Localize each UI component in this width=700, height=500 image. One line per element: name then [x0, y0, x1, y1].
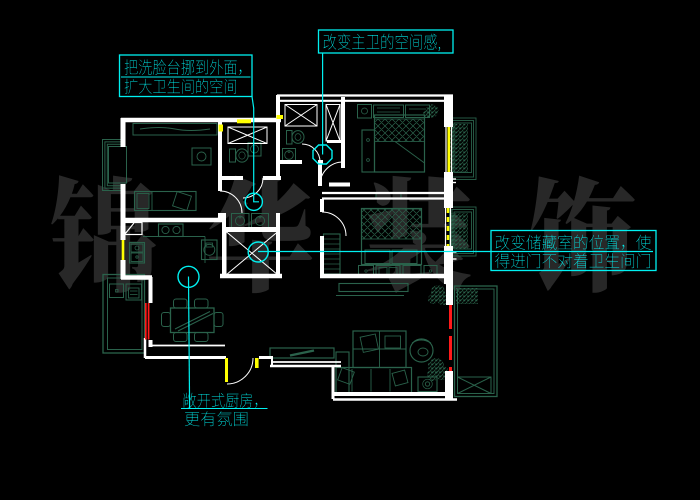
annotation-box-washbasin [118, 54, 253, 98]
living-room-furniture [269, 330, 438, 394]
annotation-boxes [118, 29, 657, 410]
leader-washbasin [251, 96, 259, 203]
marker-circle-storage [247, 241, 269, 263]
fridge [123, 221, 143, 236]
leader-markers [177, 144, 333, 288]
marker-circle-washbasin [244, 192, 264, 212]
dining-set [161, 298, 224, 342]
kitchen-furniture [128, 223, 218, 264]
window-accents-red [144, 303, 452, 371]
planter-boxes [449, 117, 477, 257]
master-bedroom-furniture [357, 104, 439, 173]
leader-lines [187, 53, 653, 409]
closets-x [225, 104, 341, 276]
marker-circle-kitchen [177, 265, 200, 288]
annotation-box-storage [490, 229, 657, 272]
door-arc-bedroom2 [219, 190, 243, 214]
door-arc-master-bedroom [319, 161, 344, 186]
annotations-layer [118, 29, 657, 427]
interior-walls [218, 97, 453, 279]
door-arc-entry [226, 357, 254, 385]
bay-window [102, 139, 127, 191]
annotation-box-master-bath [317, 29, 454, 54]
bedroom3-furniture [358, 193, 438, 277]
walls-layer [120, 94, 457, 401]
marker-octagon-master-bath [312, 144, 333, 165]
leader-kitchen [187, 276, 191, 409]
window-accents-yellow [121, 115, 451, 382]
exterior-walls [120, 94, 457, 401]
door-arc-bedroom3 [321, 211, 347, 237]
furniture-layer [102, 104, 498, 398]
bedroom2-furniture [132, 123, 218, 212]
bottom-balcony [453, 285, 498, 398]
